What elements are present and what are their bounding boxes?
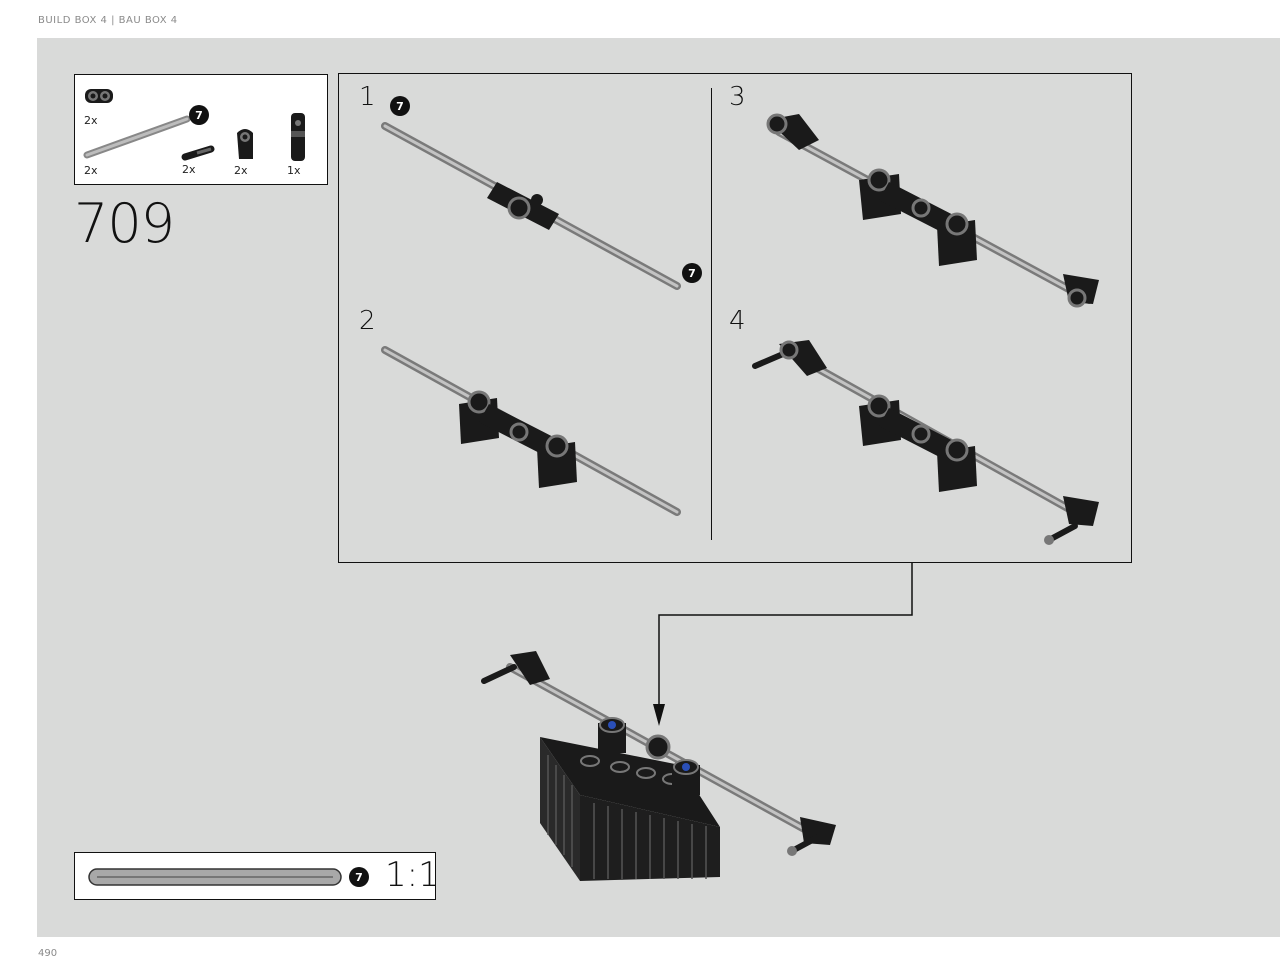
qty-pin-with-bush: 1x <box>287 164 301 177</box>
qty-axle: 2x <box>84 164 98 177</box>
step-number: 709 <box>74 192 175 255</box>
axle-badge-start: 7 <box>390 96 410 116</box>
substeps-box: 1 2 3 4 7 7 <box>338 73 1132 563</box>
qty-angled-connector: 2x <box>234 164 248 177</box>
axle-pin-icon <box>181 145 215 161</box>
qty-pin-connector: 2x <box>84 114 98 127</box>
final-assembly-illustration <box>481 651 836 881</box>
substep-label-4: 4 <box>729 306 746 336</box>
substep-2-illustration <box>381 346 681 516</box>
pin-connector-icon <box>85 89 113 103</box>
page-number: 490 <box>38 948 58 959</box>
substep-label-2: 2 <box>359 306 376 336</box>
parts-list: 2x 2x 7 2x 2x 1x <box>74 74 328 185</box>
substep-divider <box>711 88 712 540</box>
qty-axle-pin: 2x <box>182 163 196 176</box>
axle-ruler-icon <box>88 868 342 886</box>
axle-length-badge: 7 <box>189 105 209 125</box>
axle-badge-end: 7 <box>682 263 702 283</box>
substep-4-illustration <box>752 340 1099 545</box>
substep-1-illustration <box>381 122 681 290</box>
substep-label-1: 1 <box>359 82 376 112</box>
substep-label-3: 3 <box>729 82 746 112</box>
angled-connector-icon <box>237 129 253 159</box>
axle-icon <box>83 115 191 159</box>
length-ruler: 7 1:1 <box>74 852 440 900</box>
pin-with-bush-icon <box>291 113 305 161</box>
substep-3-illustration <box>766 113 1099 308</box>
page-header: BUILD BOX 4 | BAU BOX 4 <box>38 15 178 26</box>
scale-label: 1:1 <box>385 855 440 895</box>
ruler-length-badge: 7 <box>349 867 369 887</box>
